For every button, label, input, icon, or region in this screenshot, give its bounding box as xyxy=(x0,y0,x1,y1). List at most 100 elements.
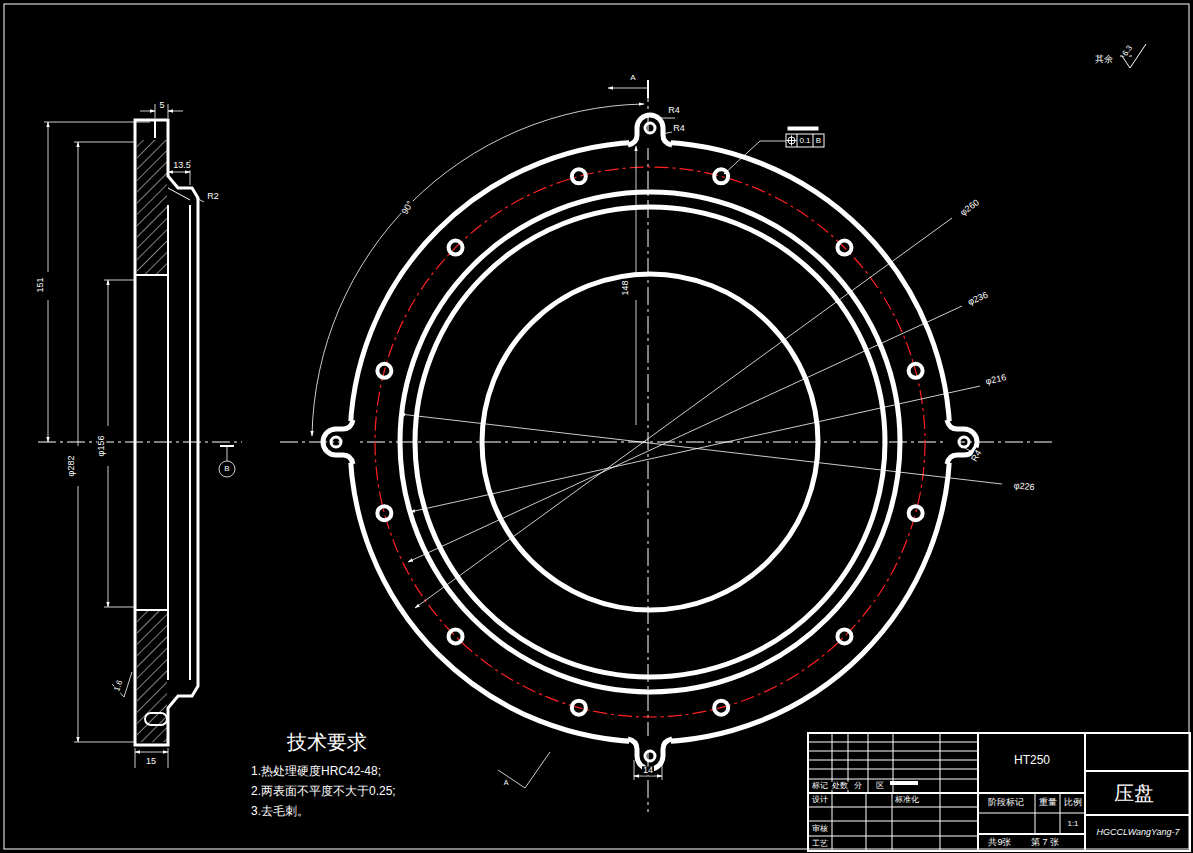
dimension-lines xyxy=(74,742,135,743)
dimension-lines xyxy=(219,461,235,477)
dimension-lines xyxy=(608,88,648,89)
pressure-plate-section-view xyxy=(137,610,167,742)
mounting-lug xyxy=(323,420,353,464)
dimension-text: 151 xyxy=(36,276,45,293)
dimension-text: 148 xyxy=(621,279,630,296)
bolt-hole xyxy=(377,364,391,378)
bolt-hole xyxy=(909,364,923,378)
mounting-lug xyxy=(645,751,655,761)
table-cell: 分 xyxy=(853,782,863,790)
pressure-plate-section-view xyxy=(145,713,167,725)
dimension-lines xyxy=(662,132,672,134)
mounting-lug xyxy=(628,115,672,145)
pressure-plate-front-view xyxy=(323,115,977,769)
dimension-lines xyxy=(48,300,49,442)
title-block xyxy=(1085,814,1190,816)
dimension-lines xyxy=(408,306,962,562)
dimension-lines xyxy=(662,760,663,780)
table-cell: 标记 xyxy=(811,782,829,790)
bolt-hole xyxy=(449,241,463,255)
title-block xyxy=(978,813,1085,814)
bolt-hole xyxy=(837,241,851,255)
dimension-lines xyxy=(636,146,637,276)
dimension-lines xyxy=(74,142,135,143)
title-block xyxy=(808,821,978,822)
table-cell: 第 7 张 xyxy=(1030,838,1060,847)
table-cell: 1:1 xyxy=(1066,820,1079,828)
dimension-lines xyxy=(634,760,635,780)
part-name-cell: 压盘 xyxy=(1113,783,1155,804)
dimension-text: 5 xyxy=(158,101,165,110)
tolerance-value: 0.1 xyxy=(798,136,811,144)
pressure-plate-section-view xyxy=(135,120,198,745)
drawing-number: HGCCLWangYang-7 xyxy=(1096,828,1181,837)
title-block xyxy=(808,733,1190,851)
dimension-text: 14 xyxy=(642,766,654,775)
material-cell: HT250 xyxy=(1013,754,1051,767)
dimension-lines xyxy=(140,111,155,112)
bolt-hole xyxy=(714,169,728,183)
technical-note: 3.去毛刺。 xyxy=(250,805,310,818)
table-cell: 工艺 xyxy=(811,840,829,848)
table-cell: 处数 xyxy=(831,782,849,790)
sheet-border xyxy=(4,4,1189,849)
title-block xyxy=(808,836,978,837)
pressure-plate-front-view xyxy=(350,142,950,742)
table-cell: 共9张 xyxy=(987,838,1012,847)
dimension-lines xyxy=(48,122,49,272)
title-block xyxy=(808,807,978,808)
title-block xyxy=(1085,770,1190,772)
dimension-text: R4 xyxy=(672,124,686,133)
dimension-lines xyxy=(498,752,550,788)
mounting-lug xyxy=(628,115,672,148)
title-block xyxy=(808,733,1190,851)
title-block xyxy=(890,781,918,785)
title-block xyxy=(940,733,941,851)
dimension-text: 90° xyxy=(400,199,416,217)
pressure-plate-front-view xyxy=(415,207,885,677)
pressure-plate-front-view xyxy=(400,192,900,692)
dimension-text: φ216 xyxy=(984,373,1008,387)
feature-control-frame xyxy=(791,136,792,146)
dimension-lines xyxy=(312,80,1002,788)
dimension-lines xyxy=(135,748,136,768)
pressure-plate-front-view xyxy=(377,169,922,714)
dimension-text: φ260 xyxy=(958,197,982,218)
title-block xyxy=(1035,793,1036,834)
roughness-value: 1.6 xyxy=(113,678,125,693)
pressure-plate-section-view xyxy=(135,609,168,611)
dimension-lines xyxy=(400,414,1002,484)
pressure-plate-section-view xyxy=(135,274,168,276)
pressure-plate-section-view xyxy=(167,205,169,680)
pressure-plate-front-view xyxy=(375,167,925,717)
dimension-lines xyxy=(415,218,952,608)
table-cell: 审核 xyxy=(811,825,829,833)
bolt-hole xyxy=(572,701,586,715)
mounting-lug xyxy=(959,437,969,447)
dimension-lines xyxy=(196,198,204,202)
pressure-plate-section-view xyxy=(137,140,167,275)
table-cell: 标准化 xyxy=(894,796,920,804)
dimension-text: R2 xyxy=(206,192,220,201)
dimension-text: φ236 xyxy=(966,290,991,308)
dimension-lines xyxy=(168,111,183,112)
dimension-lines xyxy=(227,446,228,461)
dimension-lines xyxy=(168,172,190,173)
mounting-lug xyxy=(331,437,341,447)
dimension-lines xyxy=(44,122,150,123)
feature-control-frame xyxy=(797,134,798,147)
title-block xyxy=(892,793,893,851)
dimension-lines xyxy=(410,386,980,512)
dimension-text: φ226 xyxy=(1012,481,1036,493)
datum-letter: B xyxy=(815,136,822,144)
pressure-plate-section-view xyxy=(135,120,198,745)
dimension-lines xyxy=(965,448,972,452)
pressure-plate-section-view xyxy=(168,188,190,200)
pressure-plate-section-view xyxy=(189,205,191,680)
dimension-text: φ156 xyxy=(97,435,106,458)
dimension-lines xyxy=(312,104,644,436)
table-cell: 阶段标记 xyxy=(987,798,1025,807)
feature-control-frame xyxy=(786,134,824,147)
dimension-lines xyxy=(108,466,109,607)
